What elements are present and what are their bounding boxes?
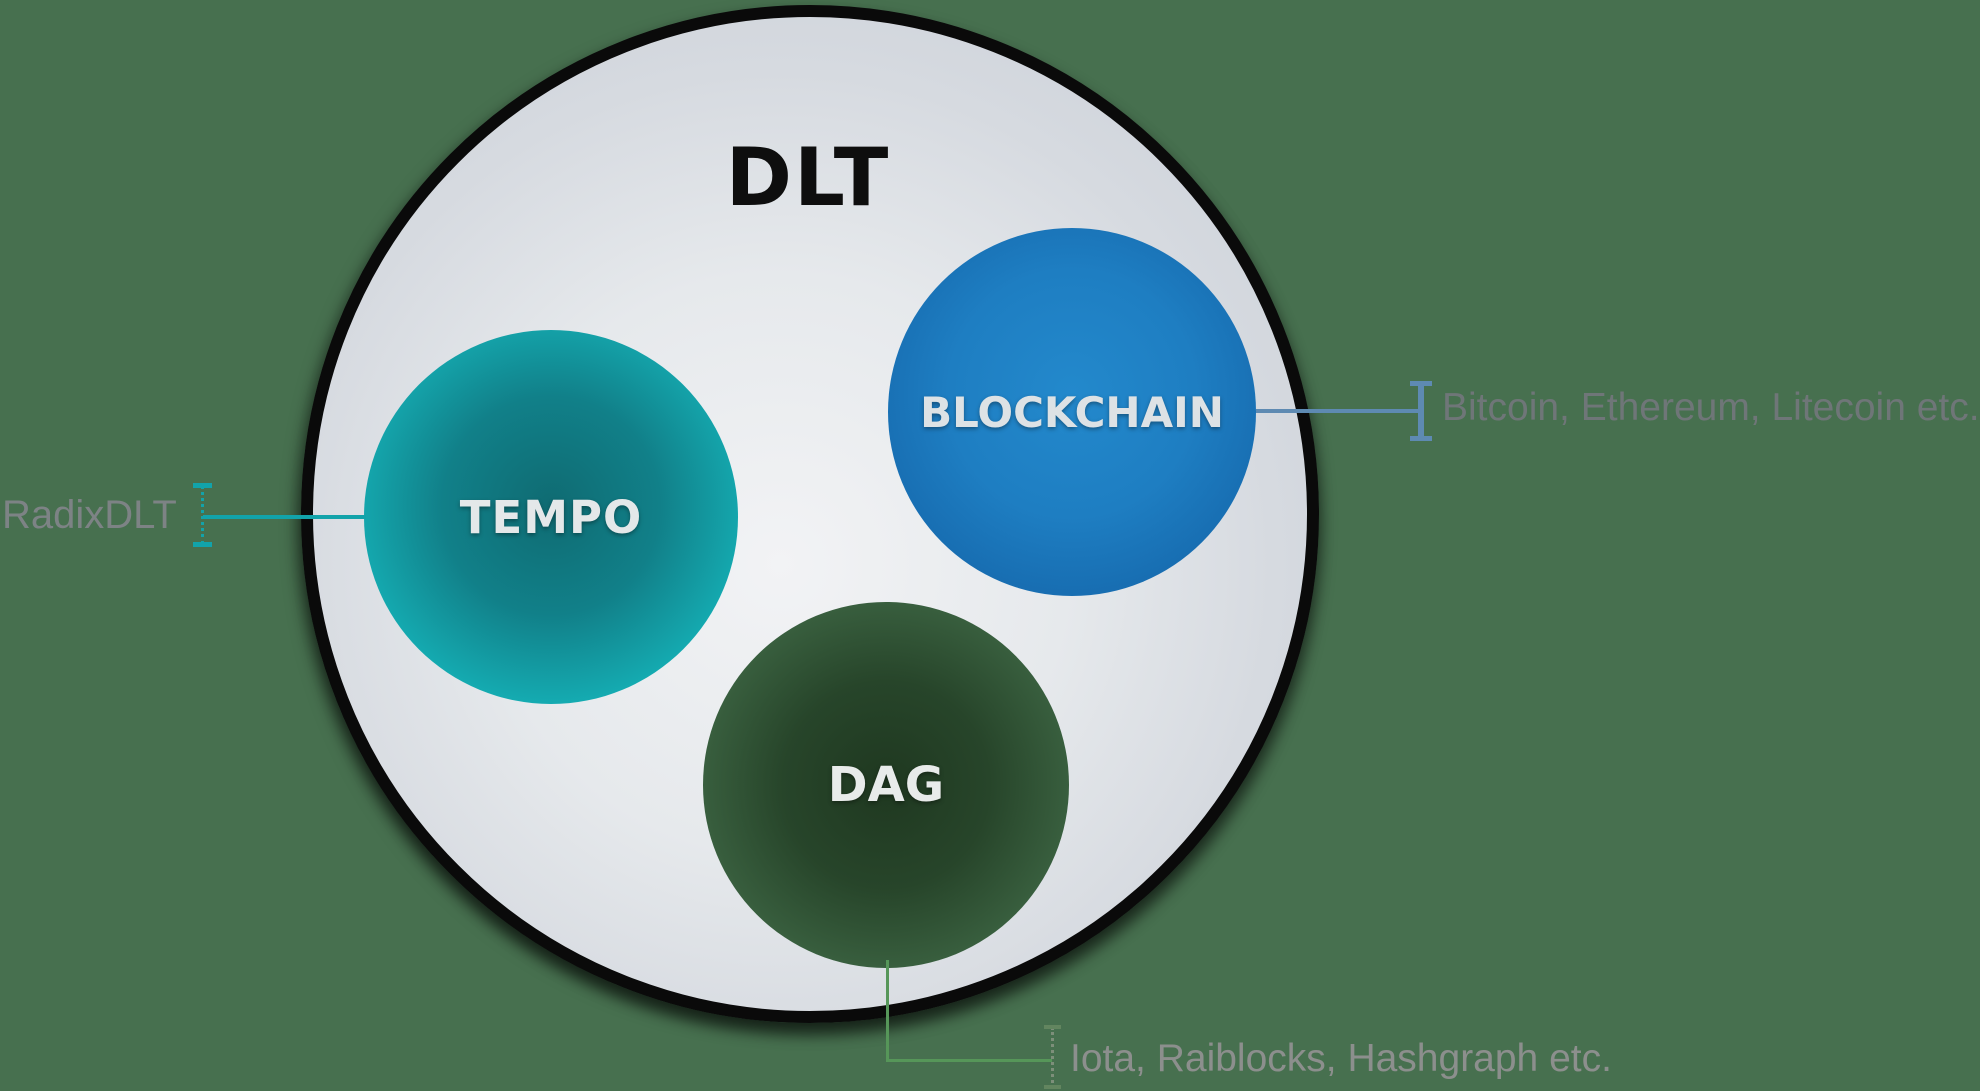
diagram-title: DLT — [725, 131, 891, 224]
dag-ibeam-bottom-cap-icon — [1044, 1085, 1061, 1089]
tempo-label: TEMPO — [459, 490, 643, 544]
radix-callout-line — [203, 515, 366, 519]
radix-ibeam-bottom-cap-icon — [193, 542, 212, 547]
radix-ibeam-top-cap-icon — [193, 483, 212, 488]
blockchain-label: BLOCKCHAIN — [920, 387, 1224, 437]
dag-circle: DAG — [703, 602, 1069, 968]
blockchain-circle: BLOCKCHAIN — [888, 228, 1256, 596]
dag-callout-vertical-line — [886, 960, 889, 1061]
tempo-circle: TEMPO — [364, 330, 738, 704]
dag-callout-horizontal-line — [886, 1059, 1052, 1062]
blockchain-callout-line — [1256, 409, 1418, 413]
dag-ibeam-top-cap-icon — [1044, 1025, 1061, 1029]
blockchain-annotation: Bitcoin, Ethereum, Litecoin etc. — [1442, 386, 1980, 429]
radix-annotation: RadixDLT — [2, 493, 177, 537]
dag-ibeam-marker-icon — [1051, 1027, 1054, 1089]
blockchain-ibeam-bottom-cap-icon — [1410, 436, 1432, 441]
dag-annotation: Iota, Raiblocks, Hashgraph etc. — [1070, 1037, 1612, 1080]
dag-label: DAG — [827, 757, 945, 813]
blockchain-ibeam-marker-icon — [1418, 382, 1424, 440]
radix-ibeam-marker-icon — [201, 485, 204, 545]
blockchain-ibeam-top-cap-icon — [1410, 381, 1432, 386]
